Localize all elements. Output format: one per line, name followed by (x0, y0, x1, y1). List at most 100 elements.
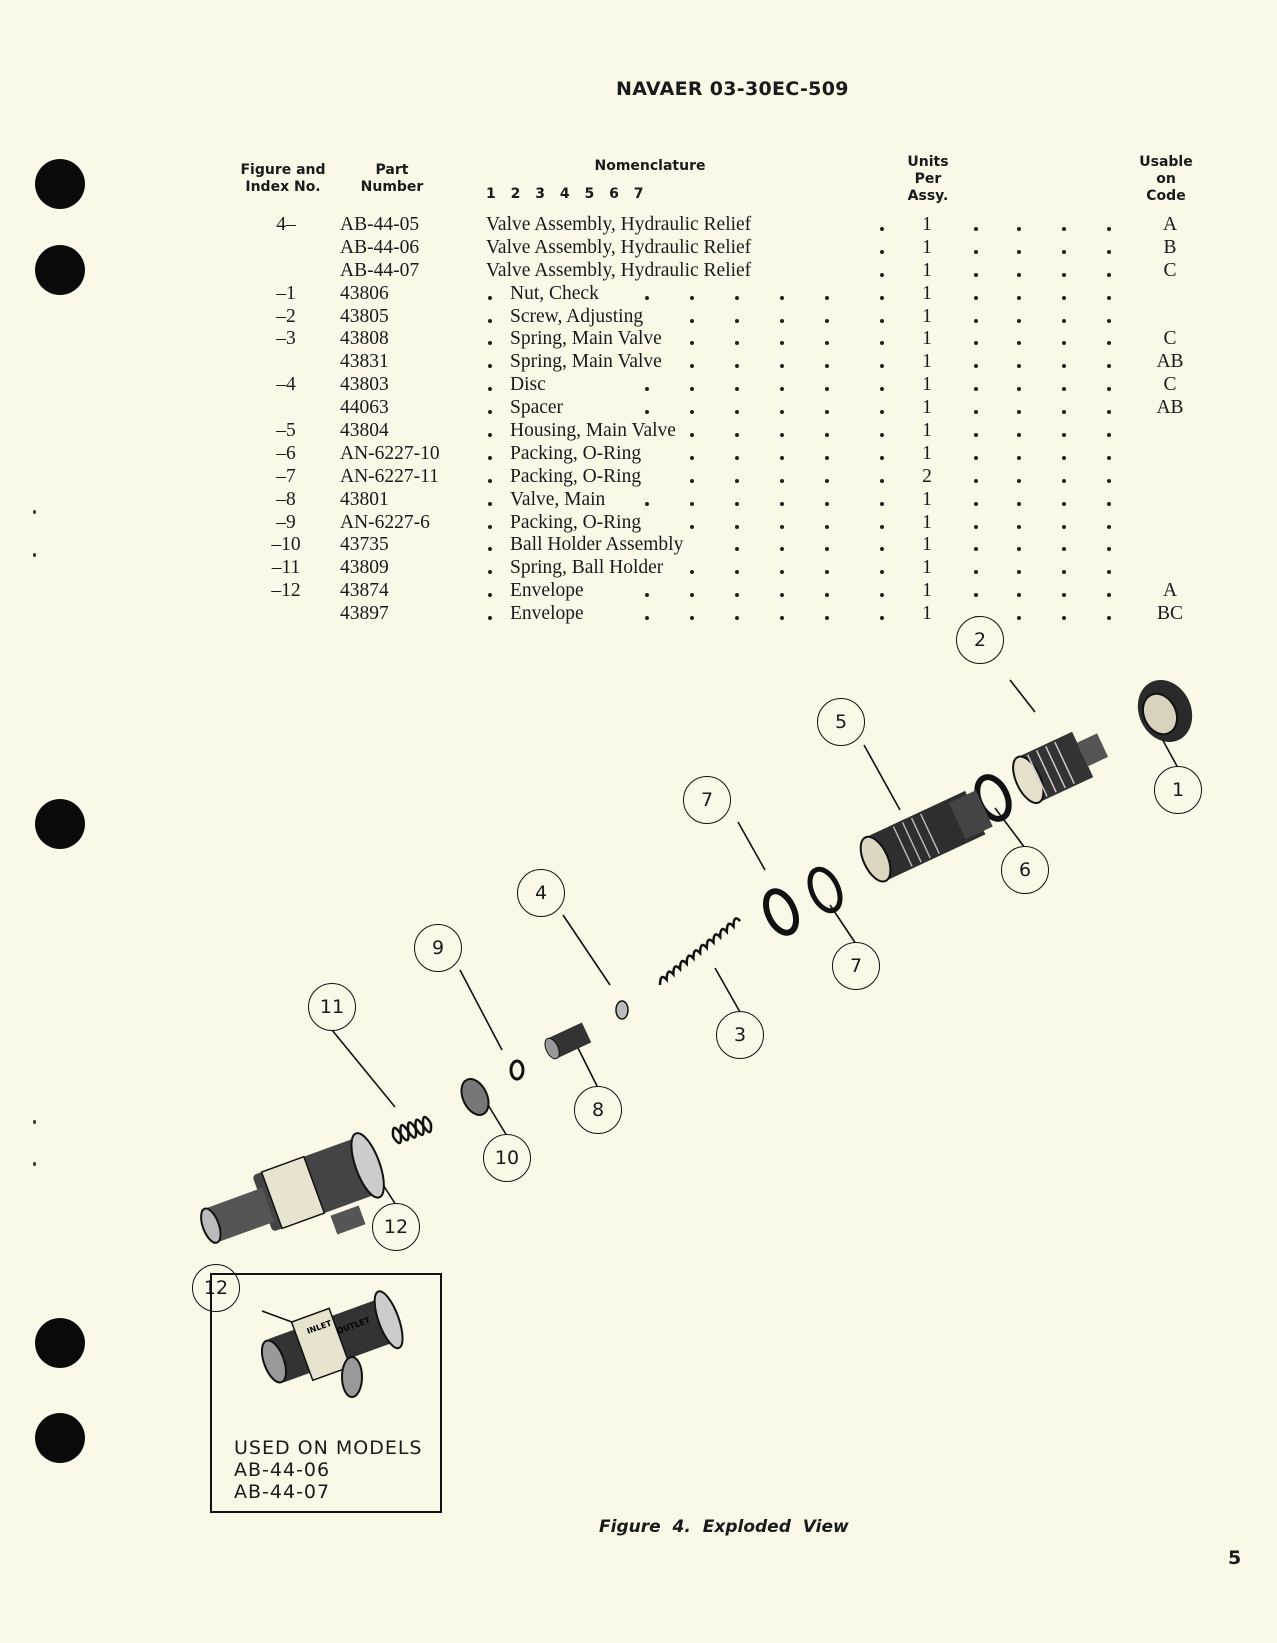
leader-dot (825, 410, 829, 415)
usable-on-code: BC (1156, 603, 1183, 625)
leader-dot (780, 547, 784, 552)
part-number: 43809 (340, 557, 389, 579)
leader-dot (880, 341, 884, 346)
units-per-assy: 1 (922, 282, 932, 304)
leader-dot (1062, 364, 1066, 369)
header-usable-on-code: Usable on Code (1139, 154, 1193, 204)
leader-dot (1017, 410, 1021, 415)
part-number: 43735 (340, 534, 389, 556)
leader-dot (780, 616, 784, 621)
leader-dot (1062, 593, 1066, 598)
units-per-assy: 1 (922, 534, 932, 556)
leader-dot (780, 570, 784, 575)
leader-dot (880, 249, 884, 254)
leader-dot (780, 433, 784, 438)
nomenclature: Spacer (510, 397, 564, 419)
leader-dot (1062, 547, 1066, 552)
nomenclature: Nut, Check (510, 282, 599, 304)
leader-dot (1107, 570, 1111, 575)
indent-dot (488, 318, 492, 323)
leader-dot (974, 524, 978, 529)
leader-dot (1107, 318, 1111, 323)
part-number: 43831 (340, 351, 389, 373)
figure-index: –11 (271, 557, 301, 579)
leader-dot (880, 364, 884, 369)
usable-on-code: C (1163, 374, 1177, 396)
leader-dot (880, 272, 884, 277)
leader-dot (645, 387, 649, 392)
nomenclature: Valve Assembly, Hydraulic Relief (486, 259, 752, 281)
check-nut-drawing (1137, 679, 1193, 743)
leader-dot (1107, 295, 1111, 300)
leader-dot (1062, 616, 1066, 621)
leader-dot (974, 318, 978, 323)
document-id: NAVAER 03-30EC-509 (616, 78, 849, 100)
part-number: AB-44-05 (340, 214, 420, 235)
leader-dot (690, 478, 694, 483)
leader-dot (1017, 524, 1021, 529)
leader-dot (1107, 547, 1111, 552)
leader-dot (690, 593, 694, 598)
leader-dot (880, 410, 884, 415)
leader-dot (974, 341, 978, 346)
units-per-assy: 1 (922, 259, 932, 281)
callout-3: 3 (716, 1011, 764, 1059)
callout-1: 1 (1154, 766, 1202, 814)
units-per-assy: 1 (922, 236, 932, 258)
leader-dot (880, 455, 884, 460)
part-number: AB-44-07 (340, 259, 420, 281)
leader-dot (1017, 318, 1021, 323)
leader-dot (1107, 478, 1111, 483)
leader-dot (690, 295, 694, 300)
leader-dot (1107, 593, 1111, 598)
figure-index: 4– (276, 214, 296, 235)
exploded-view-illustration: INLET OUTLET (200, 679, 1193, 1398)
nomenclature: Envelope (510, 580, 584, 602)
leader-dot (780, 341, 784, 346)
leader-dot (1017, 593, 1021, 598)
punch-hole (35, 245, 85, 295)
figure-index: –9 (276, 511, 296, 533)
nomenclature: Valve Assembly, Hydraulic Relief (486, 214, 752, 235)
leader-dot (1107, 410, 1111, 415)
main-valve-spring-drawing (658, 917, 742, 986)
leader-dot (825, 570, 829, 575)
indent-dot (488, 501, 492, 506)
leader-dot (974, 295, 978, 300)
leader-dot (880, 318, 884, 323)
part-number: 43897 (340, 603, 389, 625)
header-part-number: Part Number (360, 162, 424, 195)
leader-dot (974, 272, 978, 277)
leader-dot (690, 455, 694, 460)
indent-dot (488, 570, 492, 575)
leader-dot (1017, 387, 1021, 392)
leader-dot (735, 547, 739, 552)
leader-dot (825, 295, 829, 300)
leader-dot (1017, 272, 1021, 277)
header-figure-index: Figure and Index No. (240, 162, 326, 195)
leader-dot (880, 570, 884, 575)
leader-dot (735, 364, 739, 369)
leader-dot (1107, 433, 1111, 438)
leader-dot (690, 501, 694, 506)
leader-dot (1107, 524, 1111, 529)
header-nomenclature: Nomenclature (594, 158, 706, 174)
leader-dot (974, 249, 978, 254)
leader-dot (974, 547, 978, 552)
units-per-assy: 1 (922, 351, 932, 373)
indent-dot (488, 387, 492, 392)
figure-index: –1 (276, 282, 296, 304)
leader-dot (880, 593, 884, 598)
callout-6: 6 (1001, 846, 1049, 894)
usable-on-code: A (1162, 214, 1178, 235)
leader-dot (690, 433, 694, 438)
leader-dot (780, 318, 784, 323)
part-number: 43804 (340, 420, 389, 442)
